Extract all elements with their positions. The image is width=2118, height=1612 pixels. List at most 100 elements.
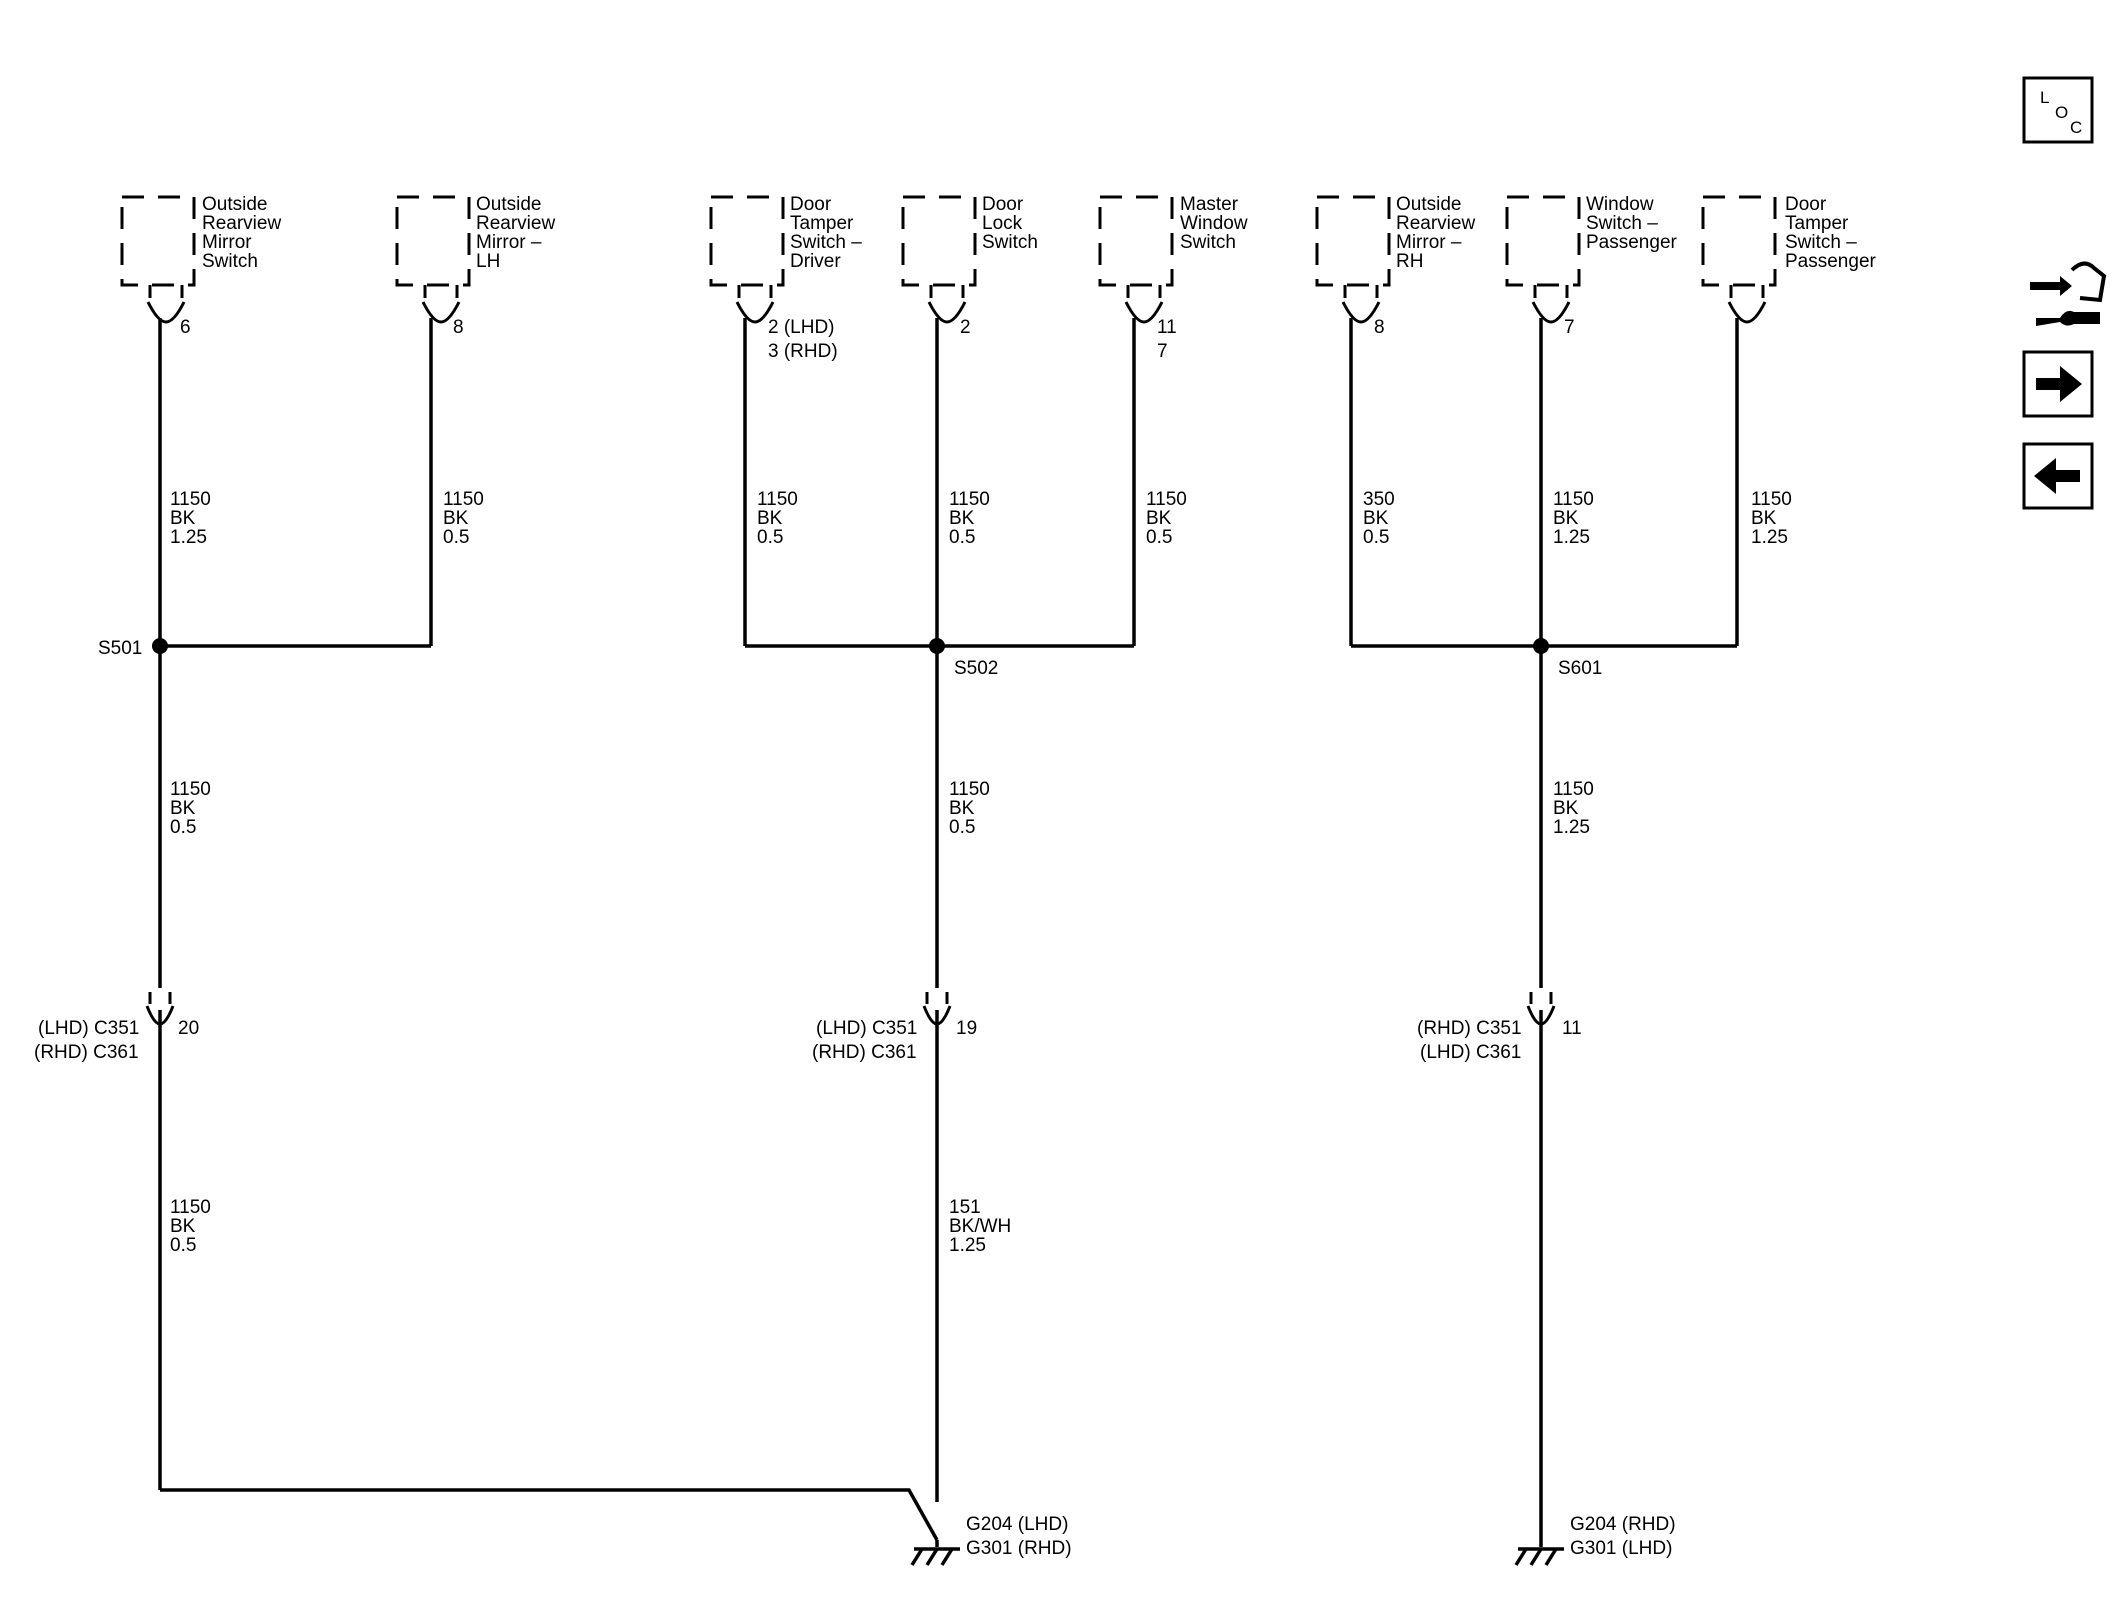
wire-color: BK — [1553, 508, 1579, 529]
svg-text:L: L — [2040, 88, 2049, 107]
pin-number: 7 — [1564, 317, 1575, 338]
wire-labels-middle: 1150 BK 0.5 1150 BK 0.5 1150 BK 1.25 — [170, 779, 1594, 838]
ground-label: G301 (RHD) — [966, 1538, 1072, 1559]
wire-size: 0.5 — [1146, 527, 1172, 548]
component-label-line: Tamper — [1785, 213, 1849, 234]
component-label-line: LH — [476, 251, 500, 272]
pin-number: 2 (LHD) — [768, 317, 835, 338]
wire-size: 0.5 — [757, 527, 783, 548]
wire-size: 1.25 — [949, 1235, 986, 1256]
svg-text:C: C — [2070, 118, 2082, 137]
component-label-line: Tamper — [790, 213, 854, 234]
wire-size: 1.25 — [170, 527, 207, 548]
pin-number: 7 — [1157, 341, 1168, 362]
wire-color: BK — [170, 798, 196, 819]
component-outside-rearview-mirror-switch: Outside Rearview Mirror Switch 6 — [120, 194, 281, 338]
loc-button[interactable]: L O C — [2022, 76, 2094, 144]
component-label-line: Mirror – — [1396, 232, 1462, 253]
component-label-line: Outside — [476, 194, 541, 215]
connector-label: (RHD) C351 — [1417, 1018, 1522, 1039]
ground-label: G301 (LHD) — [1570, 1538, 1672, 1559]
ground-right: G204 (RHD) G301 (LHD) — [1514, 1514, 1676, 1566]
wire-size: 0.5 — [170, 1235, 196, 1256]
wire-labels-upper: 1150 BK 1.25 1150 BK 0.5 1150 BK 0.5 115… — [170, 489, 1792, 548]
splice-label: S501 — [98, 638, 142, 659]
wire-labels-lower: 1150 BK 0.5 151 BK/WH 1.25 — [170, 1197, 1011, 1256]
wire-size: 0.5 — [1363, 527, 1389, 548]
component-label-line: Window — [1180, 213, 1248, 234]
component-label-line: Switch – — [1785, 232, 1857, 253]
component-label-line: Mirror – — [476, 232, 542, 253]
component-label-line: Rearview — [1396, 213, 1475, 234]
component-label-line: Switch — [202, 251, 258, 272]
component-label-line: Rearview — [202, 213, 281, 234]
wire-circuit: 1150 — [170, 489, 211, 510]
wire-color: BK — [949, 798, 975, 819]
wire-circuit: 1150 — [1146, 489, 1187, 510]
splice-s601: S601 — [1533, 638, 1602, 679]
wire-color: BK — [443, 508, 469, 529]
splice-label: S502 — [954, 658, 998, 679]
connector-pin: 20 — [178, 1018, 199, 1039]
wire-size: 1.25 — [1751, 527, 1788, 548]
component-outside-rearview-mirror-lh: Outside Rearview Mirror – LH 8 — [395, 194, 555, 338]
component-label-line: Window — [1586, 194, 1654, 215]
wire-color: BK — [949, 508, 975, 529]
pin-number: 11 — [1157, 317, 1177, 338]
wire-circuit: 1150 — [170, 779, 211, 800]
component-label-line: Driver — [790, 251, 841, 272]
ground-center: G204 (LHD) G301 (RHD) — [910, 1514, 1072, 1566]
component-label-line: Switch — [1180, 232, 1236, 253]
component-label-line: Switch — [982, 232, 1038, 253]
wire-circuit: 151 — [949, 1197, 981, 1218]
component-outside-rearview-mirror-rh: Outside Rearview Mirror – RH 8 — [1315, 194, 1475, 338]
component-label-line: Lock — [982, 213, 1023, 234]
connector-label: (RHD) C361 — [34, 1042, 139, 1063]
connector-label: (LHD) C351 — [816, 1018, 917, 1039]
pin-number: 2 — [960, 317, 971, 338]
component-master-window-switch: Master Window Switch 11 7 — [1098, 194, 1248, 362]
wire-size: 0.5 — [949, 527, 975, 548]
component-label-line: Outside — [202, 194, 267, 215]
component-door-tamper-switch-driver: Door Tamper Switch – Driver 2 (LHD) 3 (R… — [709, 194, 862, 362]
arrow-right-icon — [2036, 366, 2082, 402]
wire-color: BK — [1751, 508, 1777, 529]
wire-size: 1.25 — [1553, 527, 1590, 548]
wire-circuit: 1150 — [443, 489, 484, 510]
next-page-button[interactable] — [2022, 350, 2094, 418]
pin-number: 8 — [1374, 317, 1385, 338]
wire-size: 0.5 — [443, 527, 469, 548]
loc-icon: L O C — [2040, 88, 2082, 137]
component-label-line: Rearview — [476, 213, 555, 234]
wire-circuit: 1150 — [1751, 489, 1792, 510]
wire-color: BK — [1146, 508, 1172, 529]
component-label-line: Door — [982, 194, 1024, 215]
connector-label: (LHD) C351 — [38, 1018, 139, 1039]
connector-label: (RHD) C361 — [812, 1042, 917, 1063]
wire-color: BK — [757, 508, 783, 529]
wire-color: BK — [170, 508, 196, 529]
arrow-left-icon — [2034, 458, 2080, 494]
wire-circuit: 1150 — [949, 779, 990, 800]
component-label-line: Outside — [1396, 194, 1461, 215]
splice-label: S601 — [1558, 658, 1602, 679]
component-door-lock-switch: Door Lock Switch 2 — [901, 194, 1038, 338]
component-label-line: Passenger — [1586, 232, 1678, 253]
ground-label: G204 (RHD) — [1570, 1514, 1676, 1535]
component-door-tamper-switch-passenger: Door Tamper Switch – Passenger — [1701, 194, 1877, 287]
harness-connector-icon[interactable] — [2030, 261, 2107, 326]
ground-label: G204 (LHD) — [966, 1514, 1068, 1535]
wire-size: 1.25 — [1553, 817, 1590, 838]
inline-connector-center: (LHD) C351 (RHD) C361 19 — [812, 988, 977, 1063]
pin-hooks — [146, 285, 1767, 324]
splice-s501: S501 — [98, 638, 168, 659]
component-label-line: Switch – — [1586, 213, 1658, 234]
splice-s502: S502 — [929, 638, 998, 679]
previous-page-button[interactable] — [2022, 442, 2094, 510]
wire-circuit: 1150 — [1553, 779, 1594, 800]
connector-pin: 19 — [956, 1018, 977, 1039]
wires — [158, 318, 1739, 1547]
connector-label: (LHD) C361 — [1420, 1042, 1521, 1063]
pin-number: 6 — [180, 317, 191, 338]
